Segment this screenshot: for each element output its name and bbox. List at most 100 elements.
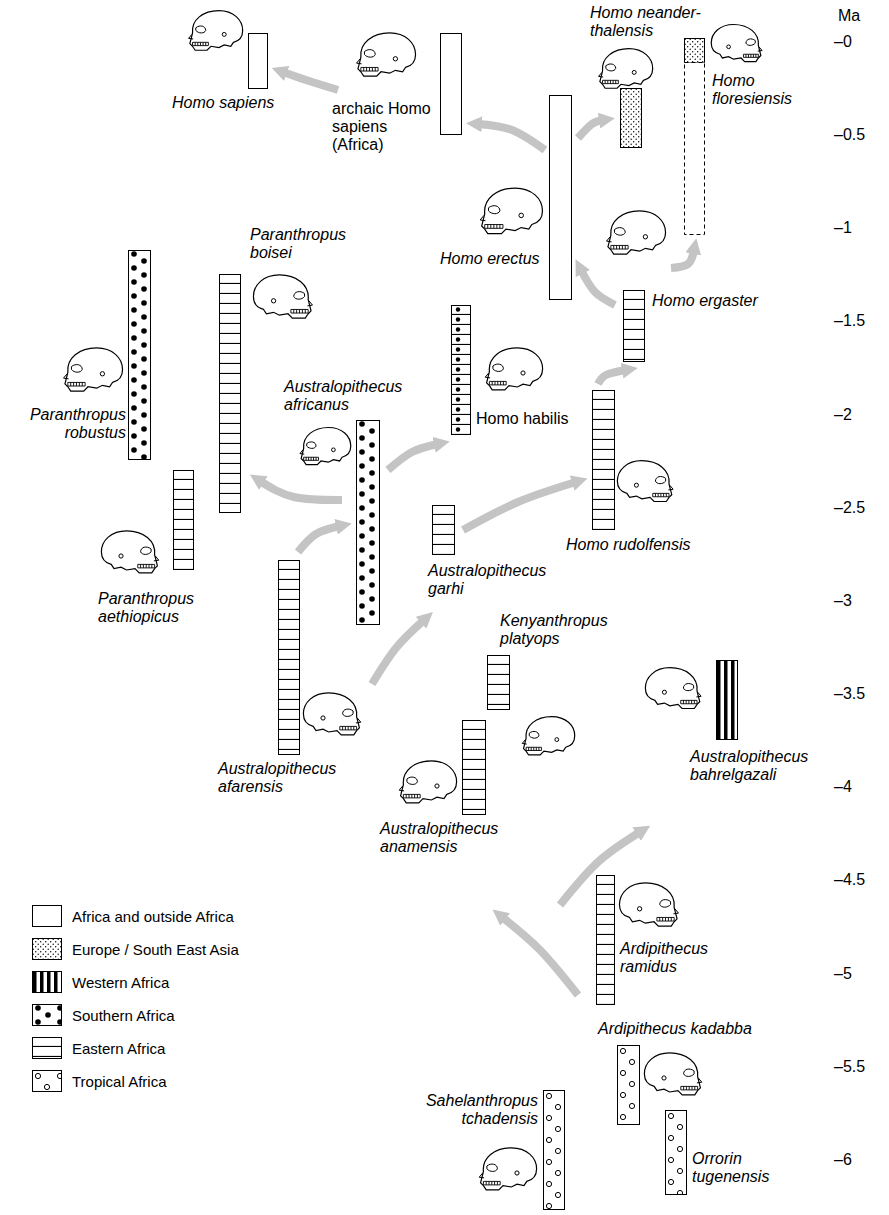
- species-bar: Paranthropus aethiopicus: [173, 470, 194, 570]
- species-name: Homo sapiens: [172, 94, 274, 112]
- evolution-arrow: [581, 270, 615, 305]
- species-bar: Homo rudolfensis: [592, 390, 615, 530]
- species-name: Homo erectus: [440, 250, 540, 268]
- region-bar: [440, 33, 462, 135]
- evolution-arrow: [298, 526, 340, 552]
- skull-drawing: [644, 1053, 701, 1095]
- axis-label: –5.5: [834, 1059, 865, 1075]
- region-bar: [356, 420, 380, 625]
- species-bar: Ardipithecus kadabba: [617, 1045, 640, 1125]
- skull-drawing: [485, 348, 542, 390]
- evolution-arrow: [372, 620, 424, 684]
- region-bar: [592, 390, 615, 530]
- species-bar: archaic Homo sapiens (Africa): [440, 33, 462, 135]
- legend-entry: Africa and outside Africa: [32, 905, 272, 929]
- legend-swatch: [32, 971, 62, 993]
- region-bar: [278, 560, 300, 755]
- axis-label: –2: [834, 407, 852, 423]
- region-bar: [487, 655, 510, 710]
- evolution-arrow: [598, 370, 626, 384]
- region-bar: [617, 1045, 640, 1125]
- legend-entry: Southern Africa: [32, 1004, 272, 1028]
- species-bar: Australopithecus garhi: [432, 505, 455, 555]
- evolution-arrow: [502, 917, 578, 995]
- species-bar: Australopithecus anamensis: [462, 720, 486, 815]
- evolution-arrow: [283, 72, 338, 90]
- skull-drawing: [645, 668, 701, 709]
- legend-swatch: [32, 1004, 62, 1026]
- axis-unit: Ma: [838, 8, 860, 24]
- skull-drawing: [599, 49, 653, 89]
- species-name: Kenyanthropus platyops: [500, 612, 612, 648]
- evolution-arrow: [388, 444, 438, 470]
- skull-drawing: [480, 188, 542, 234]
- species-name: Homo ergaster: [652, 292, 758, 310]
- species-name: Australopithecus bahrelgazali: [690, 748, 814, 784]
- legend-text: Southern Africa: [72, 1007, 312, 1024]
- legend-text: Tropical Africa: [72, 1073, 312, 1090]
- species-name: Ardipithecus kadabba: [598, 1020, 752, 1038]
- region-bar: [716, 660, 738, 740]
- species-name: Paranthropus robustus: [22, 406, 126, 442]
- legend-text: Western Africa: [72, 974, 312, 991]
- axis-label: –5: [834, 966, 852, 982]
- species-name: Homo habilis: [476, 410, 568, 428]
- skull-drawing: [522, 717, 574, 755]
- legend-entry: Western Africa: [32, 971, 272, 995]
- axis-label: –0.5: [834, 127, 865, 143]
- axis-label: –4: [834, 779, 852, 795]
- species-bar: Paranthropus boisei: [219, 274, 241, 513]
- legend-entry: Europe / South East Asia: [32, 938, 272, 962]
- region-bar: [543, 1090, 565, 1210]
- species-name: archaic Homo sapiens (Africa): [332, 100, 436, 154]
- legend-entry: Tropical Africa: [32, 1070, 272, 1094]
- region-bar: [128, 250, 151, 460]
- species-name: Paranthropus aethiopicus: [98, 590, 202, 626]
- region-bar: [173, 470, 194, 570]
- legend-swatch: [32, 1037, 62, 1059]
- skull-drawing: [300, 427, 351, 464]
- region-bar: [665, 1110, 687, 1195]
- evolution-arrow: [578, 120, 603, 138]
- species-bar: Australopithecus bahrelgazali: [716, 660, 738, 740]
- skull-drawing: [357, 33, 416, 76]
- species-name: Australopithecus anamensis: [380, 820, 504, 856]
- species-bar: Homo ergaster: [623, 290, 645, 362]
- species-name: Ardipithecus ramidus: [620, 940, 720, 976]
- species-bar: Homo floresiensis: [684, 38, 705, 235]
- axis-label: –6: [834, 1152, 852, 1168]
- skull-drawing: [711, 24, 762, 61]
- species-name: Australopithecus afarensis: [218, 760, 342, 796]
- region-bar: [248, 33, 268, 89]
- axis-label: –1.5: [834, 313, 865, 329]
- region-bar: [596, 875, 615, 1005]
- skull-drawing: [303, 693, 360, 735]
- skull-drawing: [101, 531, 158, 573]
- axis-label: –1: [834, 220, 852, 236]
- species-name: Homo rudolfensis: [566, 536, 691, 554]
- species-bar: Homo neander- thalensis: [620, 88, 642, 148]
- evolution-arrow: [671, 250, 694, 268]
- legend-text: Africa and outside Africa: [72, 908, 312, 925]
- axis-label: –4.5: [834, 872, 865, 888]
- axis-label: –2.5: [834, 500, 865, 516]
- skull-drawing: [399, 761, 456, 803]
- region-bar: [623, 290, 645, 362]
- species-bar: Sahelanthropus tchadensis: [543, 1090, 565, 1210]
- species-bar: Australopithecus africanus: [356, 420, 380, 625]
- species-bar: Homo habilis: [451, 305, 471, 435]
- legend-swatch: [32, 938, 62, 960]
- species-bar: Kenyanthropus platyops: [487, 655, 510, 710]
- species-bar: Orrorin tugenensis: [665, 1110, 687, 1195]
- skull-drawing: [189, 11, 243, 51]
- species-name: Australopithecus africanus: [284, 378, 408, 414]
- axis-label: –0: [834, 34, 852, 50]
- species-bar: Homo sapiens: [248, 33, 268, 89]
- skull-drawing: [617, 461, 673, 502]
- region-bar: [684, 38, 705, 235]
- legend-swatch: [32, 1070, 62, 1092]
- species-bar: Australopithecus afarensis: [278, 560, 300, 755]
- legend-entry: Eastern Africa: [32, 1037, 272, 1061]
